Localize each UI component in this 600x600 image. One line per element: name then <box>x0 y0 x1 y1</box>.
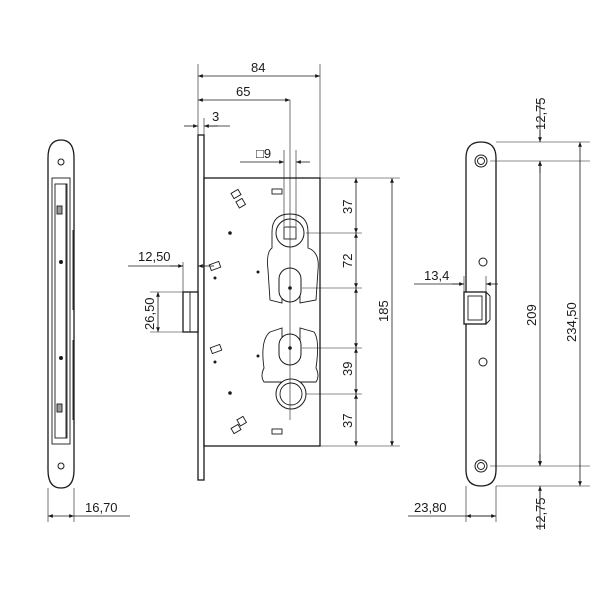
case-slot <box>271 188 283 195</box>
spring-clip <box>236 415 248 427</box>
dim-lower-spindle: 37 <box>340 414 355 428</box>
dim-lower-cylinder: 39 <box>340 362 355 376</box>
dim-screw-spacing: 209 <box>524 304 539 326</box>
dim-total-depth: 84 <box>251 60 265 75</box>
side-faceplate-outline <box>47 139 75 489</box>
side-pin <box>59 260 63 264</box>
latch-spring <box>208 260 222 272</box>
dim-faceplate-length: 234,50 <box>564 302 579 342</box>
front-view: 13,4 12,75 209 12,75 234,50 23,80 <box>408 97 590 530</box>
case-slot <box>271 428 283 435</box>
side-case-body <box>51 177 71 445</box>
side-width-label: 16,70 <box>85 500 118 515</box>
dim-bolt-projection: 13,4 <box>424 268 449 283</box>
lower-spindle-hub <box>275 378 307 410</box>
dim-cylinder-distance: 72 <box>340 254 355 268</box>
side-screw-hole <box>57 158 65 166</box>
latch-spring <box>209 343 223 355</box>
dim-front-width: 23,80 <box>414 500 447 515</box>
dim-backset: 65 <box>236 84 250 99</box>
latch-bolt <box>182 291 199 333</box>
front-pin <box>478 257 488 267</box>
dim-case-height: 185 <box>376 300 391 322</box>
dim-top-offset: 12,75 <box>533 97 548 130</box>
side-rivet <box>56 403 63 413</box>
front-latch <box>463 291 487 325</box>
spring-clip <box>235 197 247 209</box>
dim-latch-height: 26,50 <box>142 297 157 330</box>
spring-clip <box>230 188 242 200</box>
lower-cam-plate <box>261 327 319 383</box>
upper-screw-hole <box>474 154 488 168</box>
case-view: 84 65 3 □9 12,50 26,50 <box>128 60 400 481</box>
side-screw-hole <box>57 462 65 470</box>
side-pin <box>59 356 63 360</box>
side-case-inner <box>54 183 68 439</box>
upper-cam-plate <box>267 213 319 304</box>
side-rivet <box>56 205 63 215</box>
dim-upper-spindle: 37 <box>340 200 355 214</box>
faceplate-strip <box>197 134 205 481</box>
spring-clip <box>230 423 242 435</box>
side-view: 16,70 <box>47 139 130 522</box>
dim-latch-projection: 12,50 <box>138 249 171 264</box>
lower-screw-hole <box>474 459 488 473</box>
dim-spindle-square: □9 <box>256 146 271 161</box>
dim-faceplate-thickness: 3 <box>212 109 219 124</box>
dim-bottom-offset: 12,75 <box>533 497 548 530</box>
front-pin <box>478 357 488 367</box>
